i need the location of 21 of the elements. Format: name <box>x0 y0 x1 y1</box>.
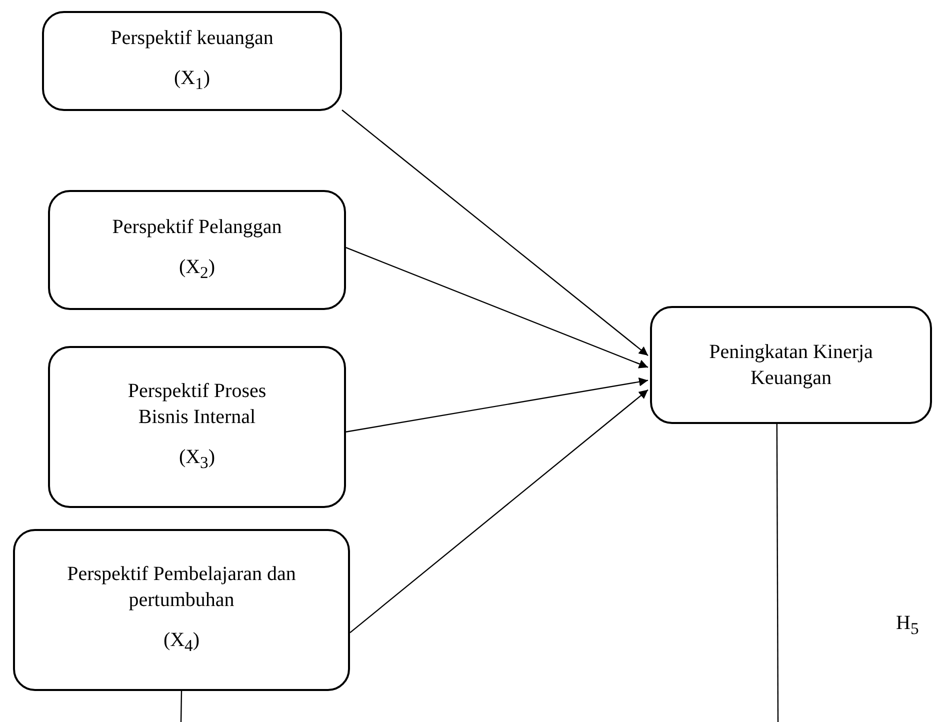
node-text: Perspektif keuangan <box>110 26 274 51</box>
rounded-box <box>650 306 932 424</box>
node-text: Peningkatan Kinerja Keuangan <box>708 340 874 391</box>
line <box>180 690 182 722</box>
arrow <box>350 389 648 634</box>
arrow <box>342 110 648 356</box>
rounded-box <box>48 346 346 508</box>
rounded-box <box>13 529 350 691</box>
rounded-box <box>42 11 342 111</box>
rounded-box <box>48 190 346 310</box>
node-text: (X$_{4}$) <box>163 628 200 657</box>
arrow <box>346 247 648 368</box>
hypothesis-label: H$_{5}$ <box>896 612 919 639</box>
node-text: (X$_{2}$) <box>178 255 216 284</box>
node-text: Perspektif Pelanggan <box>112 215 282 240</box>
node-text: (X$_{1}$) <box>174 66 210 95</box>
arrow <box>346 377 648 432</box>
node-text: Perspektif Pembelajaran dan pertumbuhan <box>66 562 297 613</box>
node-text: Perspektif Proses Bisnis Internal <box>126 379 268 430</box>
line <box>776 424 779 722</box>
node-text: (X$_{3}$) <box>178 445 216 474</box>
